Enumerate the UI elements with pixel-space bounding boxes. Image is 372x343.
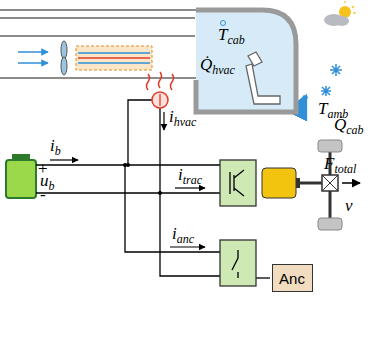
drivetrain [318,140,360,230]
heater [76,46,152,70]
minus-sign: - [40,186,46,204]
auxiliary-converter [220,240,256,286]
fan [61,41,67,75]
speed: v [345,197,353,215]
junction-dots [123,163,162,195]
snowflakes [321,64,342,96]
load-name: Anc [279,270,305,287]
cabin: TcabQ̇hvac [192,4,302,118]
traction-current: itrac [178,166,202,185]
air-duct [0,10,205,78]
traction-inverter [220,160,256,206]
heat-waves [147,72,174,90]
heated-air-lines [78,53,150,63]
auxiliary-load-box: Anc [272,264,313,292]
cabin-heat-flow: Q̇cab [334,116,364,135]
battery-current: ib [50,137,61,156]
current-arrows [50,112,205,247]
cabin-temperature: Tcab [218,26,245,45]
air-flow-arrows [18,52,48,63]
weather-icon [324,1,356,26]
battery [6,154,36,198]
motor [262,168,322,198]
hvac-current: ihvac [169,108,196,127]
auxiliary-current: ianc [172,225,194,244]
current-source [152,92,168,108]
traction-force: Ftotal [324,155,356,174]
hvac-heat-flow: Q̇hvac [200,56,235,75]
